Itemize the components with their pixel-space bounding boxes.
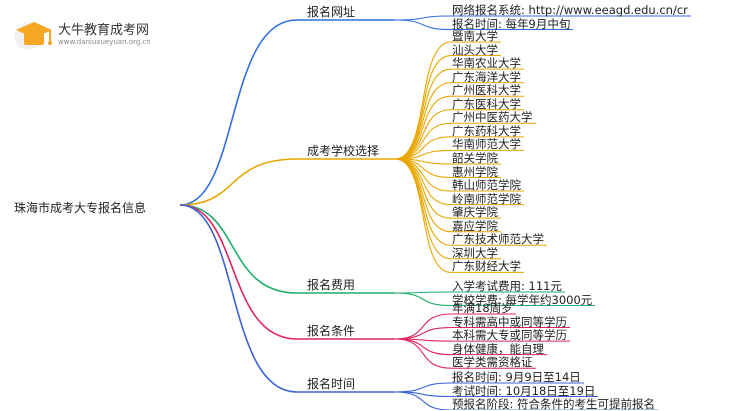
leaf-connector <box>394 338 452 369</box>
leaf-connector <box>394 292 452 307</box>
leaf-label: 肇庆学院 <box>452 205 498 220</box>
leaf-label: 广东财经大学 <box>452 259 521 274</box>
logo-subtitle: www.daniuxueyuan.org.cn <box>58 38 151 46</box>
leaf-connector <box>394 158 452 273</box>
leaf-label: 广州医科大学 <box>452 83 521 98</box>
leaf-connector <box>394 19 452 31</box>
leaf-connector <box>394 41 452 160</box>
leaf-label: 医学类需资格证 <box>452 355 533 370</box>
leaf-connector <box>394 82 452 160</box>
branch-connector <box>179 158 298 206</box>
leaf-connector <box>394 158 452 260</box>
leaf-connector <box>394 158 452 246</box>
branch-label: 报名网址 <box>307 5 356 19</box>
leaf-label: 学校学费: 每学年约3000元 <box>452 292 593 307</box>
leaf-label: 考试时间: 10月18日至19日 <box>452 383 596 398</box>
branch-connector <box>179 19 298 206</box>
branch-label: 报名费用 <box>307 278 356 292</box>
leaf-label: 华南农业大学 <box>452 56 521 71</box>
leaf-connector <box>394 327 452 340</box>
leaf-connector <box>394 15 452 21</box>
leaf-label: 惠州学院 <box>452 164 498 179</box>
leaf-connector <box>394 382 452 393</box>
leaf-label: 本科需大专或同等学历 <box>452 328 567 343</box>
branch-label: 成考学校选择 <box>307 144 380 158</box>
leaf-label: 身体健康，能自理 <box>452 341 544 356</box>
leaf-label: 广州中医药大学 <box>452 110 533 125</box>
leaf-label: 华南师范大学 <box>452 137 521 152</box>
leaf-label: 广东药科大学 <box>452 123 521 138</box>
leaf-label: 报名时间: 每年9月中旬 <box>452 16 571 31</box>
logo-title: 大牛教育成考网 <box>58 23 150 38</box>
leaf-label: 广东技术师范大学 <box>452 232 544 247</box>
leaf-label: 深圳大学 <box>452 245 498 260</box>
leaf-label: 网络报名系统: http://www.eeagd.edu.cn/cr <box>452 3 688 17</box>
branch-connector <box>179 204 298 393</box>
graduation-cap-icon <box>14 22 52 50</box>
leaf-connector <box>394 55 452 160</box>
leaf-connector <box>394 313 452 340</box>
leaf-label: 广东医科大学 <box>452 96 521 111</box>
leaf-label: 入学考试费用: 111元 <box>452 279 562 293</box>
leaf-connector <box>394 95 452 160</box>
leaf-label: 广东海洋大学 <box>452 69 521 84</box>
leaf-label: 年满18周岁 <box>452 301 513 315</box>
leaf-connector <box>394 158 452 233</box>
site-logo: 大牛教育成考网 www.daniuxueyuan.org.cn <box>12 14 172 54</box>
leaf-label: 暨南大学 <box>452 29 498 43</box>
leaf-label: 报名时间: 9月9日至14日 <box>452 370 581 384</box>
leaf-connector <box>394 68 452 160</box>
leaf-label: 专科需高中或同等学历 <box>452 314 567 329</box>
branch-label: 报名条件 <box>307 324 356 338</box>
leaf-label: 韶关学院 <box>452 150 498 165</box>
leaf-label: 汕头大学 <box>452 42 498 57</box>
branch-connector <box>179 204 298 294</box>
leaf-label: 预报名阶段: 符合条件的考生可提前报名 <box>452 397 656 411</box>
leaf-connector <box>394 158 452 206</box>
leaf-label: 岭南师范学院 <box>452 191 521 206</box>
branch-connector <box>179 204 298 340</box>
leaf-label: 韩山师范学院 <box>452 178 521 193</box>
leaf-label: 嘉应学院 <box>452 218 498 233</box>
root-node: 珠海市成考大专报名信息 <box>14 201 147 215</box>
leaf-connector <box>394 109 452 160</box>
branch-label: 报名时间 <box>307 377 356 391</box>
